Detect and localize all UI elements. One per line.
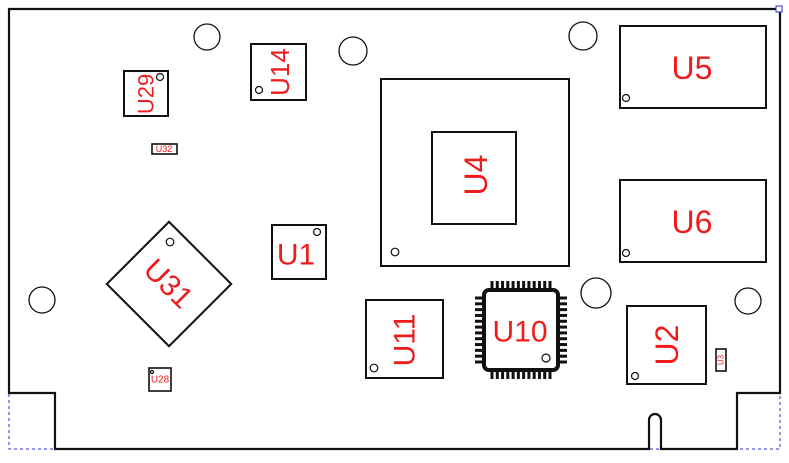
qfp-pin: [537, 281, 541, 292]
qfp-pin: [475, 343, 486, 347]
qfp-pin: [495, 281, 499, 292]
qfp-pin: [516, 281, 520, 292]
qfp-pin: [532, 281, 536, 292]
qfp-pin: [543, 368, 547, 379]
component-label: U32: [156, 144, 173, 154]
qfp-pin: [501, 281, 505, 292]
qfp-pin: [495, 368, 499, 379]
component-u1: U1: [271, 224, 327, 280]
qfp-pin: [511, 281, 515, 292]
qfp-pin: [527, 281, 531, 292]
component-u31: U31: [105, 220, 233, 348]
qfp-pin: [556, 325, 567, 329]
component-label: U14: [265, 48, 295, 96]
qfp-pin: [548, 281, 552, 292]
component-label: U31: [137, 253, 199, 315]
qfp-pin: [475, 296, 486, 300]
qfp-pin: [511, 368, 515, 379]
qfp-pin: [556, 308, 567, 312]
qfp-pin: [556, 331, 567, 335]
component-label: U1: [277, 239, 315, 272]
component-label: U11: [389, 314, 422, 367]
qfp-pin: [548, 368, 552, 379]
mounting-hole: [338, 36, 368, 66]
qfp-pin: [475, 308, 486, 312]
component-u5: U5: [619, 25, 767, 109]
qfp-pin: [490, 281, 494, 292]
component-label: U4: [458, 155, 494, 196]
qfp-pin: [475, 331, 486, 335]
component-u4: U4: [380, 78, 570, 267]
qfp-pin: [522, 368, 526, 379]
component-u29: U29: [123, 70, 169, 117]
mounting-hole: [734, 287, 762, 315]
component-label: U28: [151, 375, 170, 386]
component-label: U2: [649, 325, 685, 366]
component-u32: U32: [151, 143, 178, 155]
qfp-pin: [543, 281, 547, 292]
component-label: U5: [672, 50, 713, 86]
component-u6: U6: [619, 179, 767, 263]
qfp-pin: [506, 281, 510, 292]
mounting-hole: [28, 286, 56, 314]
qfp-pin: [522, 281, 526, 292]
qfp-pin: [506, 368, 510, 379]
qfp-pin: [527, 368, 531, 379]
mounting-hole: [193, 23, 221, 51]
component-label: U3: [717, 354, 726, 365]
component-u14: U14: [250, 43, 307, 101]
qfp-pin: [556, 337, 567, 341]
component-label: U10: [492, 316, 547, 349]
board-outline: [7, 5, 783, 451]
mounting-hole: [568, 21, 598, 51]
component-u2: U2: [626, 305, 707, 385]
qfp-pin: [556, 343, 567, 347]
qfp-pin: [556, 354, 567, 358]
qfp-pin: [475, 354, 486, 358]
component-u10: U10: [475, 281, 567, 379]
qfp-pin: [556, 313, 567, 317]
qfp-pin: [501, 368, 505, 379]
qfp-pin: [556, 302, 567, 306]
qfp-pin: [556, 348, 567, 352]
qfp-pins: [475, 281, 567, 379]
qfp-pin: [475, 302, 486, 306]
qfp-pin: [475, 348, 486, 352]
mounting-hole: [580, 277, 612, 309]
component-label: U6: [672, 204, 713, 240]
qfp-pin: [475, 337, 486, 341]
qfp-pin: [537, 368, 541, 379]
mounting-holes: [28, 21, 762, 315]
qfp-pin: [490, 368, 494, 379]
component-label: U29: [134, 74, 159, 114]
component-u3: U3: [715, 348, 727, 372]
qfp-pin: [475, 319, 486, 323]
qfp-pin: [475, 325, 486, 329]
qfp-pin: [516, 368, 520, 379]
qfp-pin: [556, 319, 567, 323]
component-u28: U28: [148, 367, 172, 392]
qfp-pin: [532, 368, 536, 379]
qfp-pin: [475, 313, 486, 317]
qfp-pin: [475, 360, 486, 364]
qfp-pin: [556, 360, 567, 364]
qfp-pin: [556, 296, 567, 300]
component-u11: U11: [365, 299, 444, 379]
